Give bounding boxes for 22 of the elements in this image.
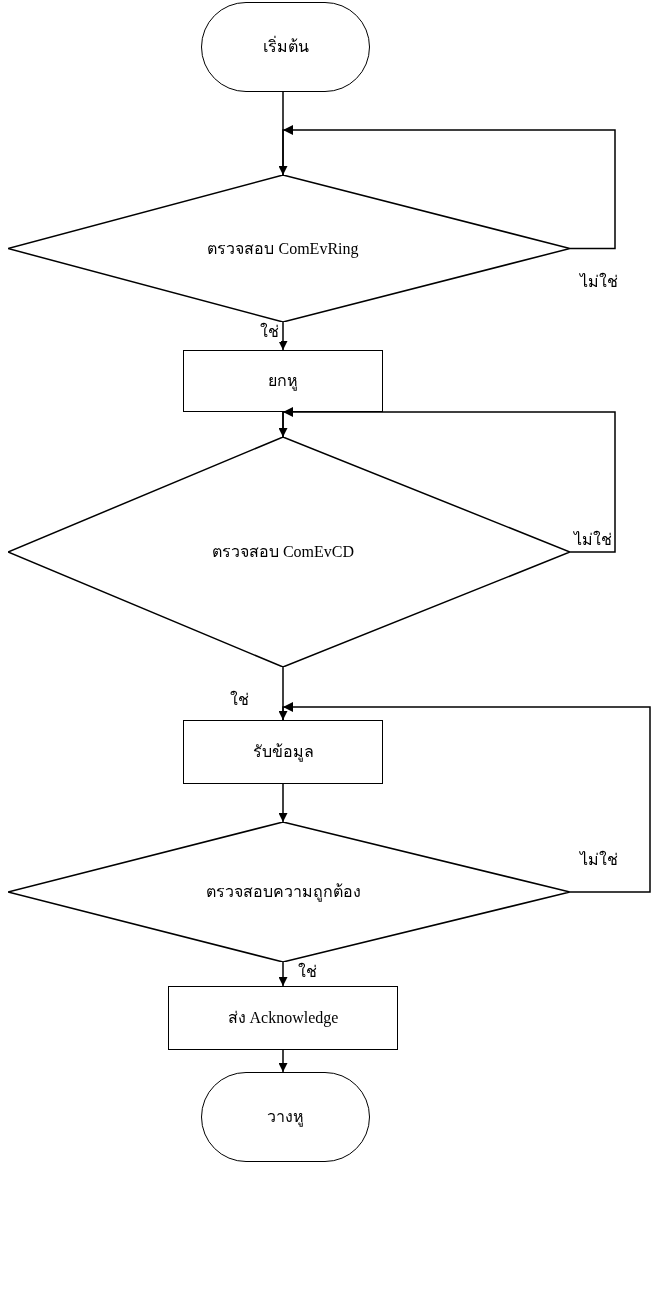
node-text: ยกหู bbox=[268, 371, 298, 393]
node-text: วางหู bbox=[267, 1107, 304, 1129]
process-box bbox=[183, 350, 383, 412]
arrow bbox=[282, 702, 651, 893]
node-text: ตรวจสอบความถูกต้อง bbox=[205, 882, 361, 904]
arrow bbox=[282, 407, 616, 553]
arrow bbox=[278, 1049, 288, 1073]
decision-diamond bbox=[8, 822, 570, 962]
arrow bbox=[278, 783, 288, 823]
process-box bbox=[183, 720, 383, 784]
decision-diamond bbox=[8, 437, 570, 667]
node-text: ส่ง Acknowledge bbox=[227, 1008, 339, 1029]
process-box bbox=[168, 986, 398, 1050]
arrow bbox=[278, 961, 288, 987]
node-text: ตรวจสอบ ComEvRing bbox=[207, 238, 359, 260]
arrow bbox=[278, 321, 288, 351]
node-text: ตรวจสอบ ComEvCD bbox=[211, 542, 355, 562]
node-text: เริ่มต้น bbox=[262, 35, 309, 57]
arrow bbox=[282, 125, 616, 250]
node-text: รับข้อมูล bbox=[252, 742, 314, 764]
decision-diamond bbox=[8, 175, 570, 322]
edge-label: ใช่ bbox=[258, 322, 281, 342]
